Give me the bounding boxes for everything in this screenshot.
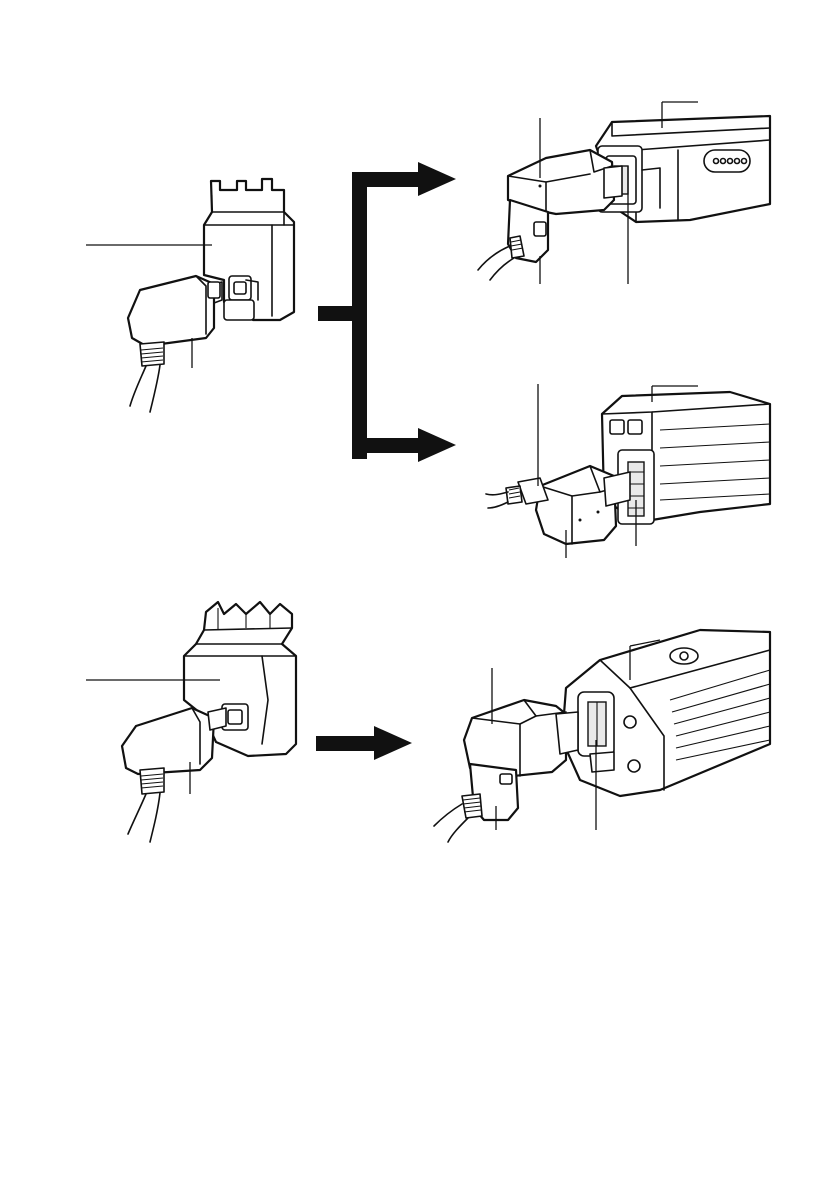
branch-arrow [318,162,456,462]
battery-pack-b [602,392,770,524]
straight-arrow [316,726,412,760]
charging-adapter-body [204,179,294,320]
adapter-with-cable-top [86,179,294,412]
battery-side-connection-a [478,102,770,284]
cable-plug-bottom [122,708,226,842]
cable-plug-b [486,466,630,544]
battery-pack-c [562,630,770,796]
cable-plug-a [478,150,622,280]
branch-arrow-lower [418,428,456,462]
adapter-with-cable-bottom [86,602,296,842]
cable-plug-c [434,700,578,842]
cable-plug [128,276,222,412]
battery-end-connection [434,630,770,842]
branch-arrow-upper [418,162,456,196]
battery-side-connection-b [486,384,770,558]
